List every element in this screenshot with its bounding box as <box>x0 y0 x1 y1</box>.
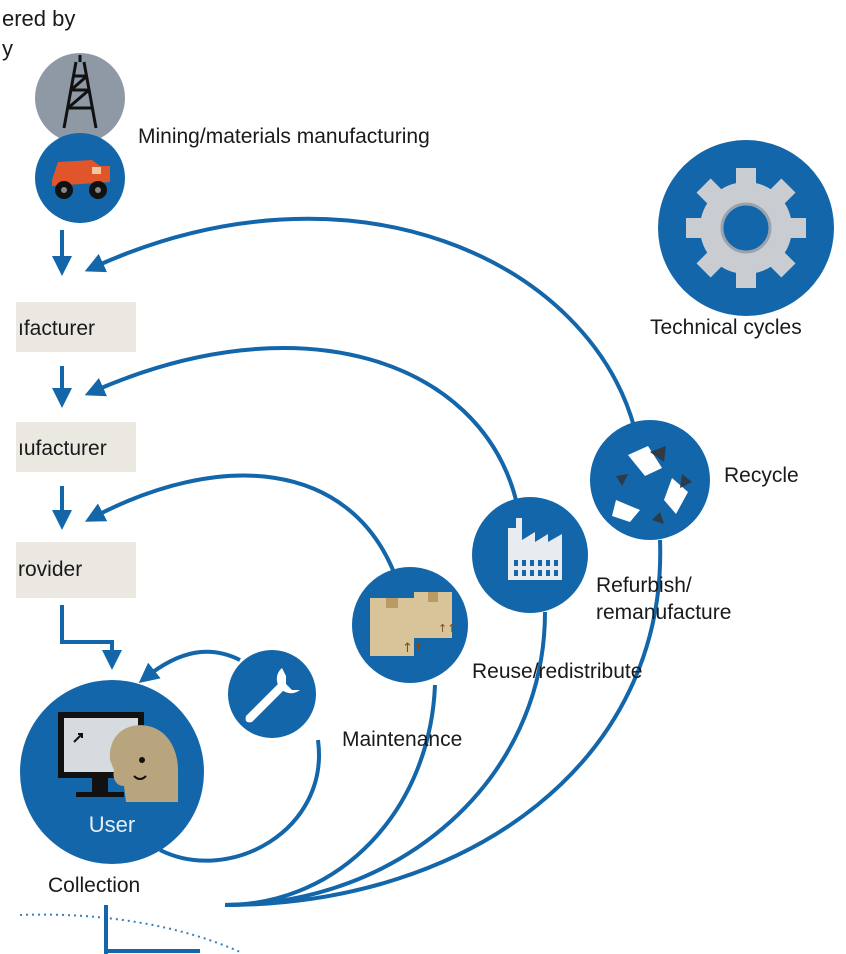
oil-rig-icon <box>35 53 125 143</box>
gear-icon <box>658 140 834 316</box>
mining-truck-icon <box>35 133 125 223</box>
stage-box-label: rovider <box>18 558 82 581</box>
user-label: User <box>89 812 135 837</box>
user-computer-icon <box>20 680 204 864</box>
header-line-2: y <box>2 36 13 61</box>
biosphere-boundary <box>19 913 241 953</box>
refurbish-label-line-1: Refurbish/ <box>596 574 692 597</box>
stage-box-parts-manufacturer: ıfacturer <box>16 302 136 352</box>
factory-icon <box>472 497 588 613</box>
technical-cycles-label: Technical cycles <box>650 316 802 339</box>
boxes-icon: ↑↑ ↑↑ <box>352 567 468 683</box>
stage-box-service-provider: rovider <box>16 542 136 598</box>
wrench-icon <box>228 650 316 738</box>
stage-box-product-manufacturer: ıufacturer <box>16 422 136 472</box>
stage-box-label: ıufacturer <box>18 437 107 460</box>
recycle-label: Recycle <box>724 464 799 487</box>
refurbish-return-line <box>224 611 547 907</box>
maintenance-loop-arrow <box>138 649 241 683</box>
reuse-return-line <box>224 684 437 907</box>
reuse-loop-arrow <box>84 473 397 576</box>
refurbish-label-line-2: remanufacture <box>596 601 731 624</box>
header-line-1: ered by <box>2 6 75 31</box>
recycle-loop-arrow <box>84 216 637 431</box>
mining-label: Mining/materials manufacturing <box>138 125 430 148</box>
flow-arrow-4 <box>60 605 122 670</box>
svg-text:↑↑: ↑↑ <box>438 622 456 635</box>
svg-text:↑↑: ↑↑ <box>402 641 424 656</box>
maintenance-return-line <box>159 739 321 863</box>
recycle-icon <box>590 420 710 540</box>
recycle-return-line <box>224 539 663 907</box>
collection-label: Collection <box>48 874 140 897</box>
stage-box-label: ıfacturer <box>18 317 95 340</box>
reuse-label: Reuse/redistribute <box>472 660 642 683</box>
refurbish-loop-arrow <box>84 346 518 501</box>
maintenance-label: Maintenance <box>342 728 462 751</box>
